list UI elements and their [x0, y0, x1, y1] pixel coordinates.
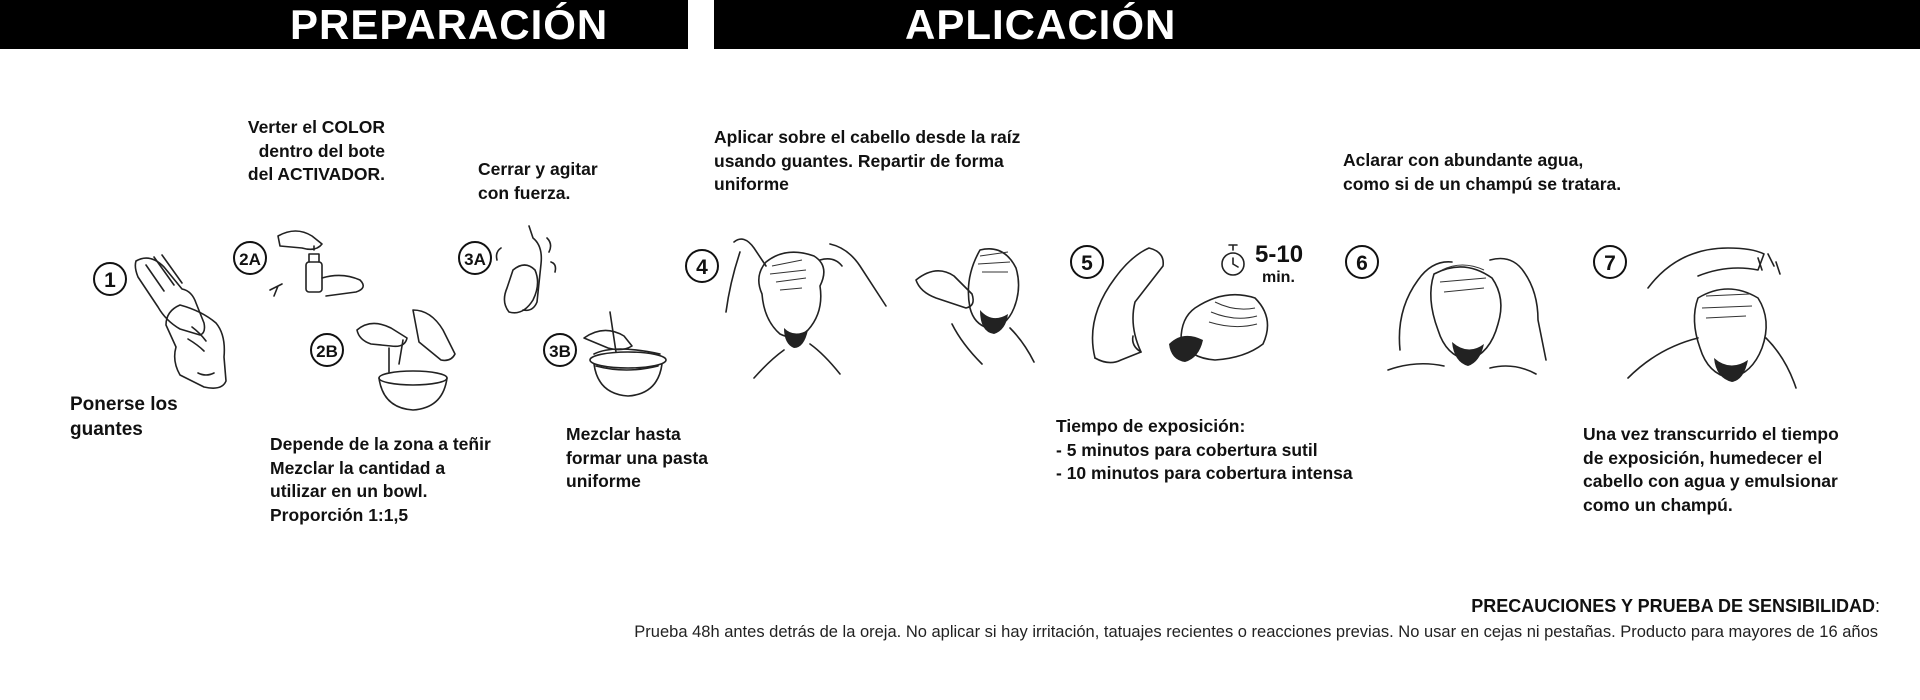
- step-3a-illustration: 3A: [455, 218, 565, 328]
- svg-text:2B: 2B: [316, 342, 338, 361]
- step-2a-illustration: 2A: [228, 212, 378, 312]
- bottle-pour-icon: [269, 230, 364, 297]
- svg-text:4: 4: [696, 256, 708, 279]
- step-4-illustration: 4: [680, 232, 1060, 382]
- timer-unit: min.: [1262, 269, 1295, 286]
- step-1-illustration: 1: [88, 245, 248, 395]
- svg-text:7: 7: [1604, 252, 1616, 275]
- step-4-text: Aplicar sobre el cabello desde la raíz u…: [714, 127, 1021, 194]
- gloves-icon: [134, 254, 227, 389]
- bowl-pour-icon: [356, 309, 456, 411]
- step-5-illustration: 5 5-10 min.: [1065, 228, 1325, 388]
- svg-text:1: 1: [104, 269, 116, 292]
- step-7-badge: 7: [1593, 245, 1627, 279]
- precautions-title-text: PRECAUCIONES Y PRUEBA DE SENSIBILIDAD: [1471, 596, 1875, 616]
- step-3a-text: Cerrar y agitar con fuerza.: [478, 159, 598, 203]
- step-6-text: Aclarar con abundante agua, como si de u…: [1343, 150, 1622, 194]
- step-6-badge: 6: [1345, 245, 1379, 279]
- step-3b-illustration: 3B: [540, 308, 670, 408]
- step-2b-illustration: 2B: [305, 300, 485, 420]
- whisk-bowl-icon: [583, 311, 667, 397]
- step-6-illustration: 6: [1340, 230, 1560, 390]
- timer-value: 5-10: [1255, 241, 1303, 268]
- shower-hair-icon: [1627, 247, 1797, 389]
- precautions-title: PRECAUCIONES Y PRUEBA DE SENSIBILIDAD:: [1471, 596, 1880, 617]
- application-banner: APLICACIÓN: [714, 0, 1920, 49]
- step-3b-text: Mezclar hasta formar una pasta uniforme: [566, 424, 708, 491]
- step-1-text: Ponerse los guantes: [70, 394, 178, 440]
- wash-hair-icon: [1387, 257, 1547, 375]
- apply-beard-icon: [915, 248, 1035, 365]
- step-1-badge: 1: [93, 262, 127, 296]
- step-3a-badge: 3A: [458, 241, 492, 275]
- step-7-illustration: 7: [1588, 228, 1828, 398]
- step-2a-text: Verter el COLOR dentro del bote del ACTI…: [247, 117, 385, 184]
- step-3b-badge: 3B: [543, 333, 577, 367]
- shake-bottle-icon: [495, 225, 557, 314]
- step-4-badge: 4: [685, 249, 719, 283]
- precautions-colon: :: [1874, 596, 1880, 616]
- stopwatch-icon: 5-10 min.: [1221, 241, 1303, 286]
- apply-hair-icon: [725, 238, 887, 379]
- svg-text:2A: 2A: [239, 250, 261, 269]
- svg-text:3B: 3B: [549, 342, 571, 361]
- step-5-badge: 5: [1070, 245, 1104, 279]
- step-2b-badge: 2B: [310, 333, 344, 367]
- svg-text:3A: 3A: [464, 250, 486, 269]
- step-2b-text: Depende de la zona a teñir Mezclar la ca…: [270, 434, 491, 525]
- preparation-title: PREPARACIÓN: [290, 1, 609, 48]
- rinse-icon: [1091, 247, 1269, 364]
- step-7-text: Una vez transcurrido el tiempo de exposi…: [1583, 424, 1839, 515]
- svg-text:5: 5: [1081, 252, 1093, 275]
- step-5-text: Tiempo de exposición: - 5 minutos para c…: [1056, 416, 1353, 483]
- step-2a-badge: 2A: [233, 241, 267, 275]
- svg-text:6: 6: [1356, 252, 1368, 275]
- precautions-text: Prueba 48h antes detrás de la oreja. No …: [634, 623, 1878, 641]
- preparation-banner: PREPARACIÓN: [0, 0, 688, 49]
- application-title: APLICACIÓN: [905, 1, 1177, 48]
